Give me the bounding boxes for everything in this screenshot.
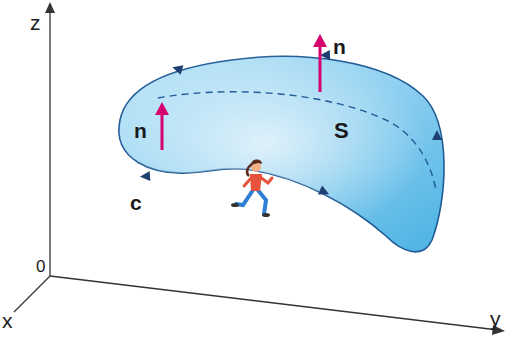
- normal-label: n: [333, 36, 346, 57]
- x-axis: [14, 276, 50, 312]
- curve-label: c: [130, 192, 142, 213]
- origin-label: 0: [36, 258, 45, 275]
- axis-arrowhead: [45, 2, 55, 13]
- axis-label: x: [2, 310, 13, 331]
- z-axis: [49, 8, 50, 276]
- coordinate-axes: [14, 8, 498, 330]
- y-axis: [50, 276, 498, 330]
- hidden-edge: [158, 92, 436, 190]
- boundary-arrows: [140, 50, 442, 199]
- surface: [119, 56, 444, 252]
- surface-highlight: [119, 56, 444, 252]
- axis-label: y: [490, 308, 501, 329]
- runner-figure: [231, 160, 272, 217]
- normal-label: n: [134, 120, 147, 141]
- axis-label: z: [30, 12, 41, 33]
- surface-label: S: [334, 120, 349, 142]
- normal-vector: [162, 44, 320, 150]
- normal-arrowhead: [313, 34, 327, 47]
- normal-arrowhead: [155, 102, 169, 115]
